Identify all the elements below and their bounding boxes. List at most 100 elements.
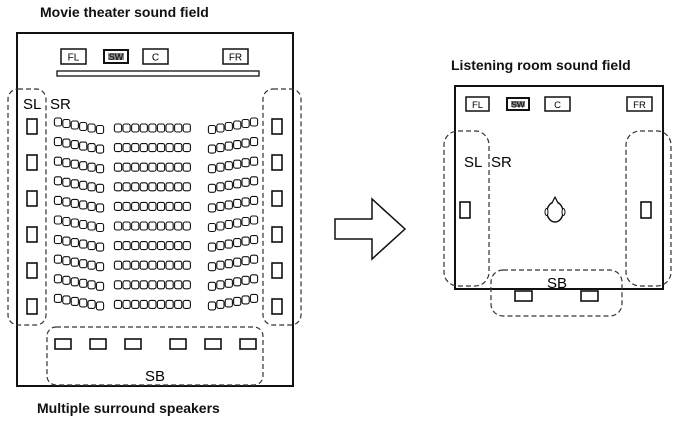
seat-icon (122, 260, 131, 270)
seat-icon (79, 141, 88, 151)
seat-icon (207, 164, 217, 174)
seat-icon (216, 182, 225, 192)
seat-icon (70, 257, 79, 267)
seat-icon (182, 280, 191, 290)
theater-speaker-sb (54, 338, 72, 350)
theater-left-surround-zone (7, 88, 47, 326)
theater-sr-label: SR (50, 96, 71, 113)
seat-icon (216, 299, 225, 309)
seat-icon (224, 298, 233, 308)
room-speaker-c-label: C (554, 100, 561, 111)
seat-icon (87, 201, 96, 211)
seat-icon (156, 143, 166, 153)
seat-icon (95, 203, 105, 213)
seat-icon (79, 298, 88, 308)
seat-icon (139, 162, 148, 172)
seat-icon (95, 262, 105, 272)
seat-icon (79, 259, 88, 269)
seat-icon (95, 183, 105, 193)
seat-icon (249, 156, 259, 166)
seat-icon (174, 162, 183, 172)
seat-icon (148, 299, 157, 309)
theater-speaker-sr (271, 154, 283, 171)
seat-icon (131, 182, 140, 192)
seat-icon (249, 176, 259, 186)
seat-icon (182, 182, 191, 192)
seat-icon (131, 260, 140, 270)
seat-icon (70, 277, 79, 287)
seat-icon (174, 299, 183, 309)
theater-screen (56, 70, 260, 77)
seat-icon (122, 280, 131, 290)
seat-icon (207, 203, 217, 213)
room-sl-label: SL (464, 154, 482, 171)
seat-icon (131, 143, 140, 153)
seat-icon (79, 219, 88, 230)
seat-icon (207, 124, 217, 135)
seat-icon (165, 143, 174, 153)
seat-icon (62, 177, 71, 187)
seat-icon (70, 179, 79, 189)
seat-icon (148, 182, 157, 192)
seat-icon (70, 120, 79, 130)
seat-icon (165, 201, 174, 211)
room-speaker-sw: SW (506, 97, 530, 111)
seat-icon (79, 161, 88, 171)
seat-icon (174, 280, 183, 290)
seat-icon (241, 216, 250, 227)
seat-icon (165, 260, 174, 270)
seat-icon (174, 221, 183, 231)
seat-icon (216, 162, 225, 172)
seat-icon (224, 219, 233, 230)
seat-icon (148, 241, 157, 251)
seat-icon (165, 162, 174, 172)
seat-icon (139, 241, 148, 251)
seat-icon (224, 259, 233, 269)
theater-front-speakers: FL SW C FR (60, 48, 249, 65)
seat-icon (182, 123, 191, 133)
seat-icon (224, 239, 233, 249)
seat-icon (95, 301, 105, 311)
theater-speaker-sl (26, 154, 38, 171)
seat-icon (241, 197, 250, 207)
seat-icon (131, 221, 140, 231)
seat-icon (165, 221, 174, 231)
seat-icon (87, 143, 96, 153)
seat-icon (139, 221, 148, 231)
seat-icon (182, 241, 191, 251)
seat-icon (79, 121, 88, 132)
right-arrow-icon (334, 197, 407, 261)
seat-icon (53, 274, 63, 284)
seat-icon (148, 260, 157, 270)
listening-room-caption: Listening room sound field (451, 57, 631, 73)
seat-icon (165, 299, 174, 309)
seat-icon (113, 221, 123, 231)
theater-right-surround-zone (262, 88, 302, 326)
seat-icon (122, 123, 131, 133)
seat-icon (139, 280, 148, 290)
room-speaker-sl (459, 201, 471, 219)
seat-icon (249, 117, 259, 127)
seat-icon (87, 280, 96, 290)
theater-side-speakers (26, 118, 283, 315)
seat-icon (233, 296, 242, 306)
theater-speaker-fr-label: FR (229, 53, 242, 64)
seat-icon (131, 123, 140, 133)
seat-icon (174, 182, 183, 192)
theater-speaker-sb (204, 338, 222, 350)
seat-icon (241, 118, 250, 129)
seat-icon (249, 254, 259, 264)
theater-speaker-sb (89, 338, 107, 350)
seat-icon (113, 280, 123, 290)
seat-icon (62, 158, 71, 168)
seat-icon (241, 158, 250, 168)
theater-speaker-sl (26, 298, 38, 315)
seat-icon (62, 256, 71, 266)
listener-head-icon (544, 196, 566, 223)
seat-icon (62, 138, 71, 148)
seat-icon (95, 281, 105, 291)
seat-icon (216, 280, 225, 290)
seat-icon (174, 241, 183, 251)
seat-icon (131, 280, 140, 290)
seat-icon (224, 141, 233, 151)
